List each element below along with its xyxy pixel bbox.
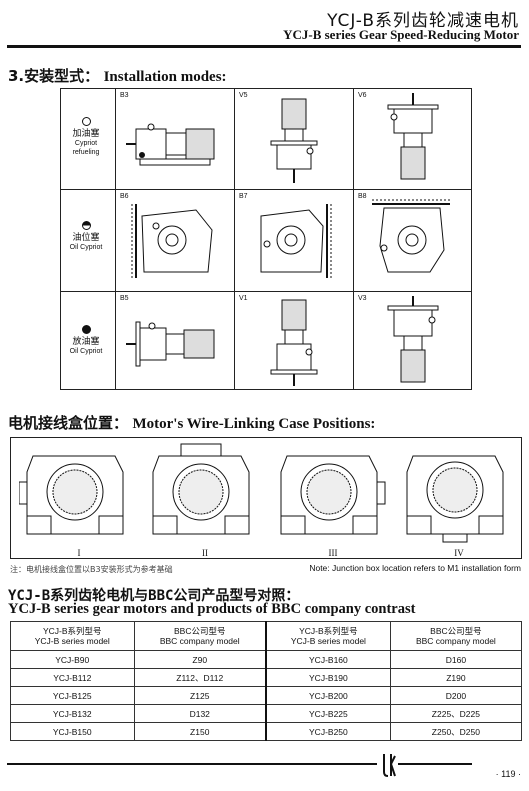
comparison-heading-cn: YCJ-B系列齿轮电机与BBC公司产品型号对照： [8, 588, 300, 604]
half-circle-icon [81, 221, 91, 230]
wire-position-2: II [145, 442, 265, 558]
motor-face-drawing [18, 455, 124, 535]
wire-position-4: IV [399, 442, 519, 558]
wire-positions-box: I II III IV [10, 437, 522, 559]
header-title-cn: YCJ-B系列齿轮减速电机 [327, 11, 519, 31]
mode-b6: B6 [116, 190, 234, 291]
v3-motor-drawing [387, 296, 439, 383]
wire-position-1: I [18, 442, 139, 558]
b8-motor-drawing [372, 199, 450, 273]
mode-v6: V6 [354, 89, 473, 189]
installation-grid: 加油塞 Cypriot refueling 油位塞 Oil Cypriot 放油… [60, 88, 472, 390]
table-row: YCJ-B112 Z112、D112 YCJ-B190 Z190 [10, 668, 523, 687]
wire-note-en: Note: Junction box location refers to M1… [309, 563, 521, 573]
b6-motor-drawing [131, 204, 213, 278]
table-row: YCJ-B90 Z90 YCJ-B160 D160 [10, 650, 523, 669]
page-number: · 119 · [495, 769, 521, 779]
mode-b8: B8 [354, 190, 473, 291]
filled-circle-icon [81, 325, 91, 334]
b7-motor-drawing [260, 204, 332, 278]
b5-motor-drawing [126, 321, 215, 367]
v6-motor-drawing [387, 93, 439, 180]
comparison-heading-en: YCJ-B series gear motors and products of… [8, 601, 416, 617]
mode-b7: B7 [235, 190, 353, 291]
v5-motor-drawing [270, 98, 318, 183]
mode-v5: V5 [235, 89, 353, 189]
mode-v3: V3 [354, 292, 473, 391]
footer-rule [7, 763, 377, 765]
table-row: YCJ-B150 Z150 YCJ-B250 Z250、D250 [10, 722, 523, 741]
open-circle-icon [81, 117, 91, 126]
mode-b5: B5 [116, 292, 234, 391]
brand-logo-icon [383, 754, 396, 777]
v1-motor-drawing [270, 299, 318, 386]
motor-face-drawing [406, 455, 504, 543]
installation-heading: 3.安装型式： Installation modes: [8, 67, 227, 85]
b3-motor-drawing [126, 123, 215, 166]
wire-note-cn: 注：电机接线盒位置以B3安装形式为参考基础 [10, 565, 173, 574]
motor-face-drawing [152, 443, 250, 535]
wire-position-3: III [273, 442, 393, 558]
wire-heading: 电机接线盒位置： Motor's Wire-Linking Case Posit… [8, 414, 376, 432]
header-rule [7, 45, 521, 48]
header-title-en: YCJ-B series Gear Speed-Reducing Motor [283, 27, 519, 42]
legend-refueling-plug: 加油塞 Cypriot refueling [61, 117, 111, 157]
mode-b3: B3 [116, 89, 234, 189]
legend-drain-plug: 放油塞 Oil Cypriot [61, 325, 111, 356]
mode-v1: V1 [235, 292, 353, 391]
legend-oil-level-plug: 油位塞 Oil Cypriot [61, 221, 111, 252]
table-row: YCJ-B132 D132 YCJ-B225 Z225、D225 [10, 704, 523, 723]
footer-rule-right [398, 763, 472, 765]
motor-face-drawing [280, 455, 386, 535]
table-row: YCJ-B125 Z125 YCJ-B200 D200 [10, 686, 523, 705]
